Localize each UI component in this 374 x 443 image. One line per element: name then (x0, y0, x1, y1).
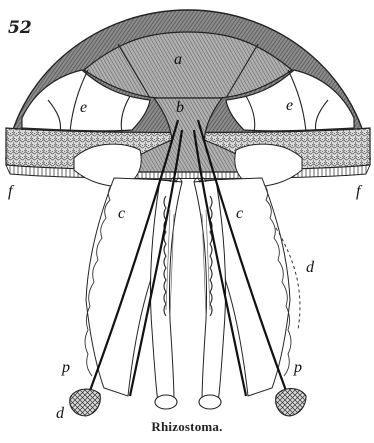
label-d: d (306, 259, 315, 276)
terminal-knobs (70, 389, 306, 417)
label-f-right: f (356, 183, 363, 200)
label-c-left: c (118, 205, 125, 222)
label-c-right: c (236, 205, 243, 222)
central-mouth-arms (150, 178, 225, 409)
label-b: b (176, 99, 184, 116)
label-f-left: f (8, 183, 15, 200)
label-a: a (174, 51, 182, 68)
oral-arms (86, 178, 290, 396)
label-p-left: p (61, 359, 70, 376)
figure-caption: Rhizostoma. (0, 419, 374, 435)
label-e-right: e (286, 97, 293, 114)
label-p-right: p (293, 359, 302, 376)
label-e-left: e (80, 99, 87, 116)
figure-number: 52 (8, 18, 32, 38)
